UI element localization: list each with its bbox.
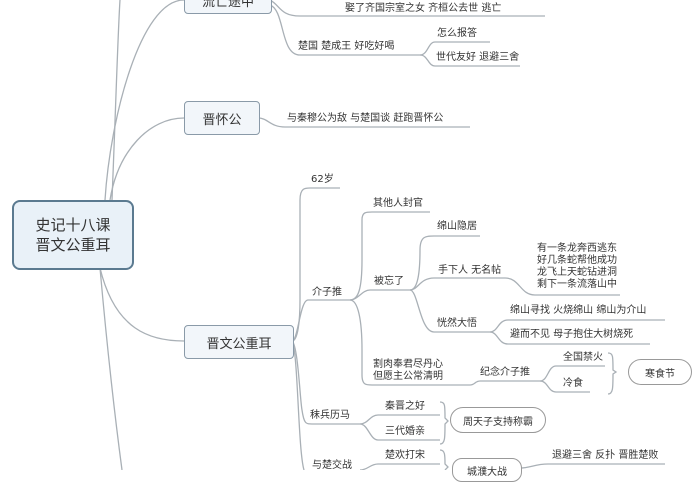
poem-line: 有一条龙奔西逃东	[537, 243, 617, 254]
node-war[interactable]: 与楚交战	[312, 460, 352, 471]
summary-chengpu-battle[interactable]: 城濮大战	[452, 458, 522, 482]
root-title-line2: 晋文公重耳	[35, 236, 111, 254]
summary-cold-food-festival[interactable]: 寒食节	[628, 359, 692, 385]
node-fire-ban[interactable]: 全国禁火	[563, 352, 603, 363]
node-huaigong-detail[interactable]: 与秦穆公为敌 与楚国谈 赶跑晋怀公	[287, 113, 444, 124]
node-cold-food[interactable]: 冷食	[563, 378, 583, 389]
topic-huaigong[interactable]: 晋怀公	[184, 101, 260, 135]
poem-line: 龙飞上天蛇钻进洞	[537, 267, 617, 278]
loyalty-line: 但愿主公常清明	[373, 371, 443, 382]
node-forgotten[interactable]: 被忘了	[374, 276, 404, 287]
node-others-rewarded[interactable]: 其他人封官	[373, 198, 423, 209]
node-qi[interactable]: 娶了齐国宗室之女 齐桓公去世 逃亡	[345, 3, 502, 14]
node-chu[interactable]: 楚国 楚成王 好吃好喝	[298, 41, 395, 52]
node-army[interactable]: 秣兵历马	[310, 410, 350, 421]
topic-label: 晋怀公	[202, 112, 242, 128]
summary-hegemony[interactable]: 周天子支持称霸	[450, 407, 546, 433]
node-chu-attack[interactable]: 楚欢打宋	[385, 450, 425, 461]
node-marriage[interactable]: 三代婚亲	[385, 426, 425, 437]
topic-label: 流亡途中	[201, 0, 254, 10]
node-friendship[interactable]: 世代友好 退避三舍	[436, 52, 520, 63]
node-poem[interactable]: 有一条龙奔西逃东 好几条蛇帮他成功 龙飞上天蛇钻进洞 剩下一条流落山中	[537, 243, 617, 291]
node-age[interactable]: 62岁	[311, 174, 334, 185]
node-realize[interactable]: 恍然大悟	[437, 318, 477, 329]
topic-wengong[interactable]: 晋文公重耳	[184, 325, 294, 359]
node-repay[interactable]: 怎么报答	[437, 28, 477, 39]
summary-label: 寒食节	[645, 368, 675, 380]
node-refuse[interactable]: 避而不见 母子抱住大树烧死	[510, 329, 634, 340]
root-topic[interactable]: 史记十八课 晋文公重耳	[12, 200, 134, 270]
topic-label: 晋文公重耳	[206, 336, 272, 352]
summary-label: 周天子支持称霸	[463, 416, 533, 428]
node-hermit[interactable]: 绵山隐居	[437, 221, 477, 232]
node-loyalty[interactable]: 割肉奉君尽丹心 但愿主公常清明	[373, 359, 443, 383]
summary-label: 城濮大战	[467, 466, 507, 478]
node-memorial[interactable]: 纪念介子推	[480, 367, 530, 378]
node-qin-jin[interactable]: 秦晋之好	[385, 401, 425, 412]
root-title-line1: 史记十八课	[35, 216, 111, 234]
node-search-mountain[interactable]: 绵山寻找 火烧绵山 绵山为介山	[510, 305, 647, 316]
topic-exile[interactable]: 流亡途中	[184, 0, 272, 14]
poem-line: 剩下一条流落山中	[537, 279, 617, 290]
node-jiezitui[interactable]: 介子推	[312, 287, 342, 298]
node-battle-detail[interactable]: 退避三舍 反扑 晋胜楚败	[552, 450, 659, 461]
node-anonymous-note[interactable]: 手下人 无名帖	[438, 265, 502, 276]
loyalty-line: 割肉奉君尽丹心	[373, 359, 443, 370]
poem-line: 好几条蛇帮他成功	[537, 255, 617, 266]
